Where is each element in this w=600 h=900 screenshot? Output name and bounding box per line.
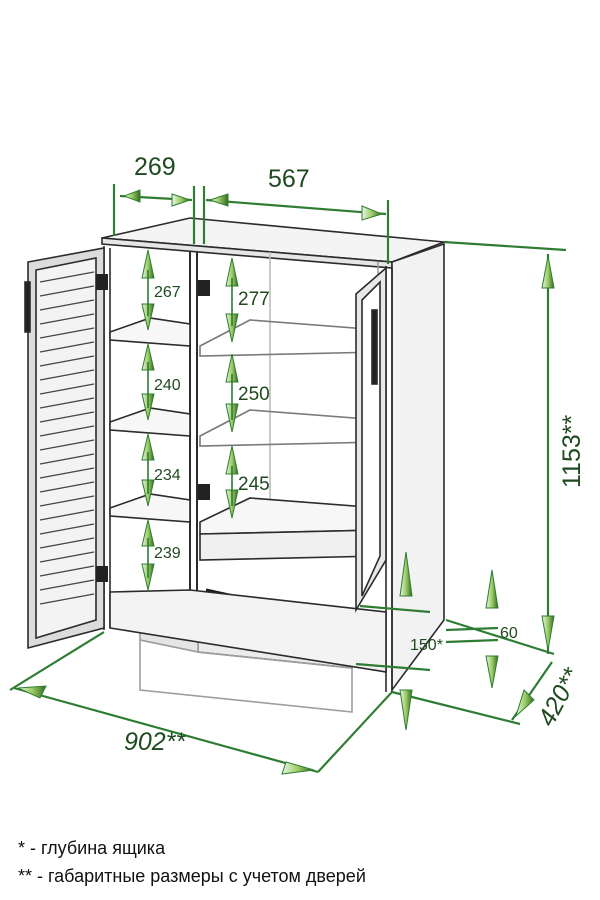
dim-left-shelf-1: 267 <box>154 284 181 301</box>
right-bottom-shelf <box>199 529 381 561</box>
arrow-icon <box>208 193 229 207</box>
dim-depth-total: 420** <box>533 663 587 731</box>
dim-glass-width: 567 <box>268 165 310 193</box>
arrow-icon <box>17 685 47 699</box>
arrow-icon <box>361 205 384 221</box>
left-shelf-1 <box>109 317 191 347</box>
dim-door-width: 269 <box>134 153 176 181</box>
hinge-icon <box>198 484 210 500</box>
hinge-icon <box>96 566 108 582</box>
left-shelf-2 <box>109 407 191 437</box>
drawer-bottom <box>139 639 353 713</box>
arrow-icon <box>122 189 141 203</box>
arrow-icon <box>281 761 315 775</box>
dim-right-shelf-3: 245 <box>238 474 270 495</box>
arrow-icon <box>541 615 555 651</box>
plinth <box>109 589 387 673</box>
hinge-icon <box>96 274 108 290</box>
dim-left-shelf-4: 239 <box>154 545 181 562</box>
dim-plinth-height: 60 <box>500 625 518 642</box>
arrow-icon <box>171 193 192 207</box>
arrow-icon <box>485 569 499 609</box>
dim-left-shelf-2: 240 <box>154 377 181 394</box>
dimension-arrows <box>17 189 555 775</box>
footnote-drawer-depth: * - глубина ящика <box>18 838 166 858</box>
glass-door-handle <box>371 309 378 385</box>
footnote-overall-dimensions: ** - габаритные размеры с учетом дверей <box>18 866 366 886</box>
dim-left-shelf-3: 234 <box>154 467 181 484</box>
arrow-icon <box>485 655 499 689</box>
right-shelf-1 <box>199 319 381 357</box>
arrow-icon <box>541 255 555 289</box>
dim-right-shelf-1: 277 <box>238 289 270 310</box>
right-glass-door <box>355 266 387 613</box>
dim-right-shelf-2: 250 <box>238 384 270 405</box>
door-louvres <box>39 271 95 605</box>
arrow-icon <box>399 551 413 597</box>
right-shelf-2 <box>199 409 381 447</box>
left-shelf-3 <box>109 493 191 523</box>
left-door-knob <box>24 281 31 333</box>
arrow-icon <box>514 689 535 718</box>
right-side-panel <box>391 242 445 693</box>
dim-width-total: 902** <box>124 728 186 756</box>
right-shelf-3 <box>199 497 381 535</box>
dimension-lines <box>9 184 567 774</box>
dim-height-total: 1153** <box>558 415 586 488</box>
arrow-icon <box>399 689 413 731</box>
hinge-icon <box>198 280 210 296</box>
shelf-spacing-lines <box>147 270 233 578</box>
hinges <box>96 274 210 582</box>
dim-drawer-depth: 150* <box>410 637 443 654</box>
left-door <box>24 247 105 650</box>
